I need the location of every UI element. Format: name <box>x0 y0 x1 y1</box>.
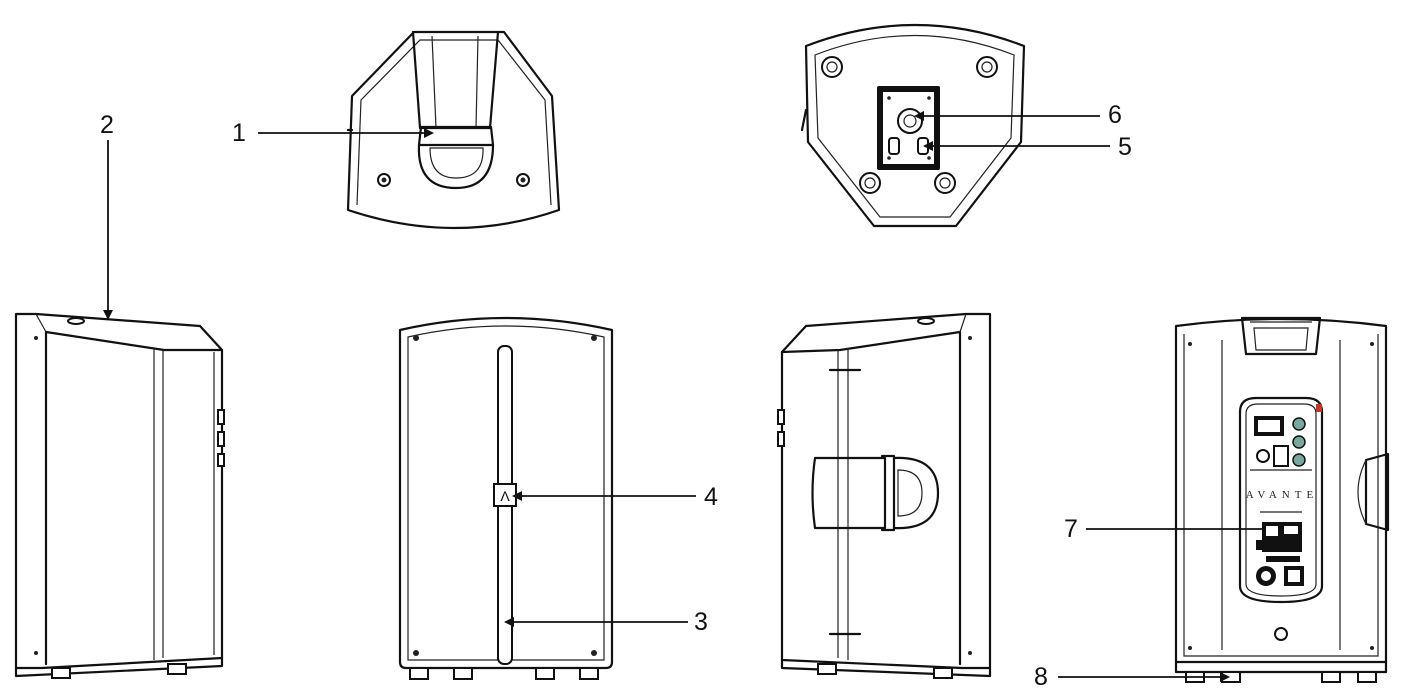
bottom-view <box>800 23 1026 228</box>
top-view <box>346 30 561 230</box>
callout-8-number: 8 <box>1034 663 1048 691</box>
callout-6-number: 6 <box>1108 101 1122 129</box>
callout-2-number: 2 <box>100 111 114 139</box>
side-view-right <box>777 312 992 679</box>
callout-7: 7 <box>1064 515 1264 543</box>
callout-3-number: 3 <box>694 608 708 636</box>
callout-7-number: 7 <box>1064 515 1078 543</box>
callout-2: 2 <box>100 111 114 320</box>
callout-4: 4 <box>512 483 718 511</box>
callout-6: 6 <box>914 101 1122 129</box>
callout-5-number: 5 <box>1118 133 1132 161</box>
front-logo: Λ <box>500 488 510 504</box>
callout-4-number: 4 <box>704 483 718 511</box>
rear-view: AVANTE <box>1174 316 1390 683</box>
callout-5: 5 <box>923 133 1132 161</box>
callout-8: 8 <box>1034 663 1230 691</box>
front-view: Λ <box>398 316 614 680</box>
rear-brand: AVANTE <box>1246 489 1318 501</box>
callout-1-number: 1 <box>232 119 246 147</box>
callout-1: 1 <box>232 119 434 147</box>
callout-3: 3 <box>504 608 708 636</box>
side-view-left <box>14 312 225 679</box>
